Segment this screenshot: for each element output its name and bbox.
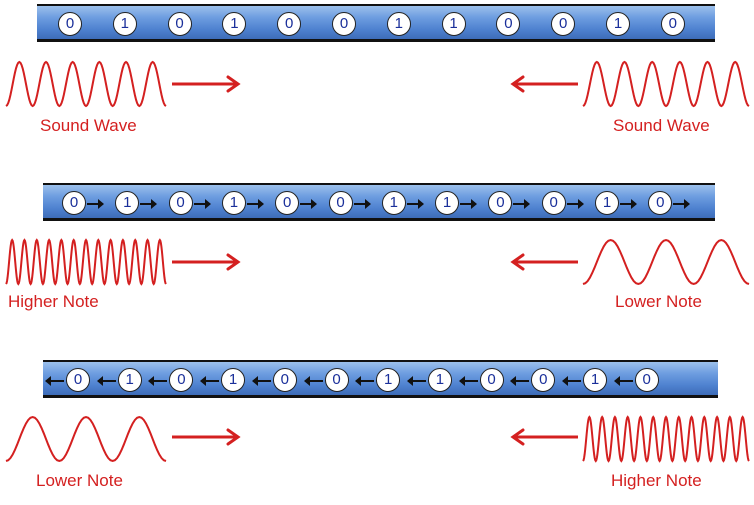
bit-connector-arrow-left xyxy=(406,376,426,386)
bit-connector-arrow-left xyxy=(562,376,581,386)
bit-circle: 1 xyxy=(435,191,460,215)
bit-circle: 0 xyxy=(551,12,576,36)
bit-connector-arrow-right xyxy=(513,199,531,209)
bit-circle: 0 xyxy=(58,12,82,36)
wave-path xyxy=(582,60,750,108)
wave-path xyxy=(582,415,750,463)
wave-label-right: Sound Wave xyxy=(613,116,710,135)
bit-connector-arrow-right xyxy=(246,199,264,209)
bit-connector-arrow-right xyxy=(193,199,211,209)
bit-circle: 0 xyxy=(479,368,504,392)
bit-circle: 0 xyxy=(648,191,673,215)
bit-connector-arrow-right xyxy=(300,199,318,209)
bit-circle: 0 xyxy=(169,368,194,392)
bit-connector-arrow-left xyxy=(96,376,116,386)
bit-connector-arrow-left xyxy=(303,376,323,386)
bit-stream-bar: 0 1 0 1 0 0 1 1 0 0 1 0 xyxy=(37,4,715,42)
bit-connector-arrow-right xyxy=(140,199,158,209)
bit-circle: 0 xyxy=(62,191,86,215)
bit-circle: 0 xyxy=(66,368,90,392)
bit-circle: 0 xyxy=(634,368,659,392)
bit-connector-arrow-right xyxy=(406,199,424,209)
bit-connector-arrow-left xyxy=(148,376,168,386)
bit-circle: 0 xyxy=(328,191,353,215)
bit-circle: 1 xyxy=(606,12,630,36)
bit-connector-arrow-right xyxy=(87,199,104,209)
bit-connector-arrow-left xyxy=(510,376,530,386)
bit-circle: 0 xyxy=(275,191,300,215)
bit-circle: 1 xyxy=(386,12,411,36)
wave-label-left: Lower Note xyxy=(36,471,123,490)
bit-connector-arrow-left xyxy=(45,376,64,386)
bit-circle: 1 xyxy=(221,368,246,392)
bit-circle: 1 xyxy=(427,368,452,392)
wave-label-left: Sound Wave xyxy=(40,116,137,135)
bit-circle: 1 xyxy=(583,368,607,392)
bit-circle: 0 xyxy=(324,368,349,392)
bit-stream-bar: 0 1 0 1 0 0 1 1 0 0 1 0 xyxy=(43,360,718,398)
bit-circle: 1 xyxy=(117,368,142,392)
wave-label-right: Lower Note xyxy=(615,292,702,311)
bit-circle: 1 xyxy=(441,12,466,36)
bit-connector-arrow-right xyxy=(566,199,584,209)
bit-stream-bar: 0 1 0 1 0 0 1 1 0 0 1 0 xyxy=(43,183,715,221)
wave-path xyxy=(582,238,750,286)
wave-label-right: Higher Note xyxy=(611,471,702,490)
bit-circle: 1 xyxy=(381,191,406,215)
bit-connector-arrow-right xyxy=(673,199,691,209)
wave-path xyxy=(5,60,167,108)
wave-path xyxy=(5,415,167,463)
bit-circle: 1 xyxy=(376,368,401,392)
bit-circle: 0 xyxy=(332,12,356,36)
bit-circle: 1 xyxy=(222,12,247,36)
bit-circle: 0 xyxy=(488,191,513,215)
bit-connector-arrow-left xyxy=(200,376,220,386)
bit-circle: 1 xyxy=(221,191,246,215)
bit-circle: 1 xyxy=(112,12,137,36)
bit-circle: 0 xyxy=(531,368,556,392)
wave-label-left: Higher Note xyxy=(8,292,99,311)
wave-path xyxy=(5,238,167,286)
bit-connector-arrow-right xyxy=(460,199,478,209)
bit-connector-arrow-left xyxy=(355,376,375,386)
bit-circle: 0 xyxy=(277,12,302,36)
bit-circle: 0 xyxy=(541,191,566,215)
bit-connector-arrow-left xyxy=(613,376,633,386)
bit-connector-arrow-right xyxy=(620,199,637,209)
bit-circle: 1 xyxy=(115,191,140,215)
bit-circle: 0 xyxy=(168,191,193,215)
bit-circle: 0 xyxy=(272,368,297,392)
bit-circle: 1 xyxy=(595,191,619,215)
bit-connector-arrow-left xyxy=(458,376,478,386)
bit-circle: 0 xyxy=(496,12,521,36)
bit-connector-arrow-right xyxy=(353,199,371,209)
bit-circle: 0 xyxy=(167,12,192,36)
bit-circle: 0 xyxy=(660,12,685,36)
bit-connector-arrow-left xyxy=(251,376,271,386)
